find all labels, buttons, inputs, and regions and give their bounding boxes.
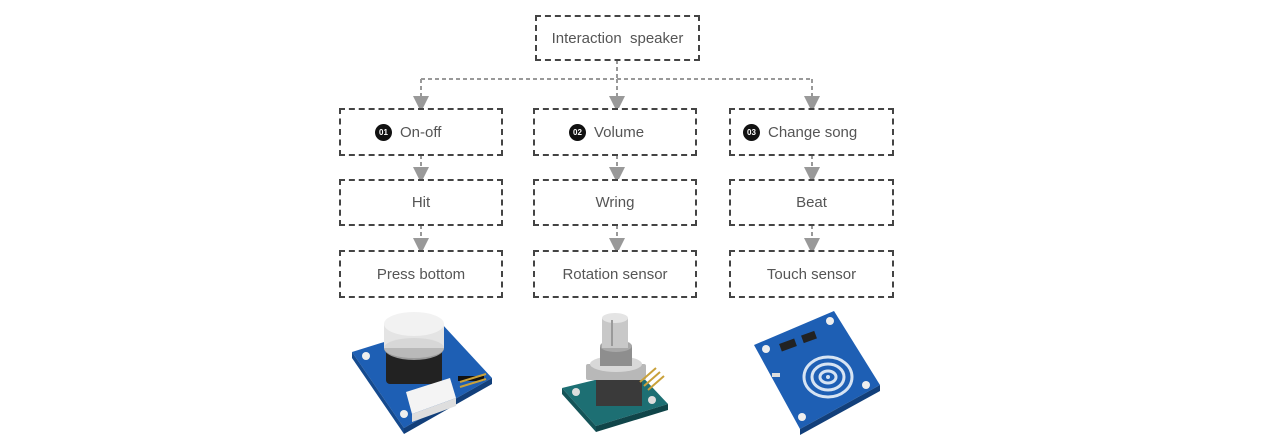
touch-sensor-module-icon: [750, 305, 882, 437]
action-node-wring: Wring: [533, 179, 697, 226]
action-label: Beat: [796, 194, 827, 211]
sensor-node-press-bottom: Press bottom: [339, 250, 503, 298]
function-node-on-off: 01 On-off: [339, 108, 503, 156]
action-label: Wring: [596, 194, 635, 211]
function-label: On-off: [400, 124, 441, 141]
number-badge: 03: [743, 124, 760, 141]
sensor-node-rotation-sensor: Rotation sensor: [533, 250, 697, 298]
action-node-hit: Hit: [339, 179, 503, 226]
push-button-module-icon: [346, 310, 496, 435]
action-node-beat: Beat: [729, 179, 894, 226]
action-label: Hit: [412, 194, 430, 211]
number-badge: 01: [375, 124, 392, 141]
sensor-node-touch-sensor: Touch sensor: [729, 250, 894, 298]
root-node: Interaction speaker: [535, 15, 700, 61]
sensor-label: Touch sensor: [767, 266, 856, 283]
function-node-volume: 02 Volume: [533, 108, 697, 156]
function-label: Change song: [768, 124, 857, 141]
sensor-label: Rotation sensor: [562, 266, 667, 283]
function-label: Volume: [594, 124, 644, 141]
rotary-encoder-module-icon: [558, 312, 673, 437]
sensor-label: Press bottom: [377, 266, 465, 283]
root-label: Interaction speaker: [552, 30, 684, 47]
function-node-change-song: 03 Change song: [729, 108, 894, 156]
number-badge: 02: [569, 124, 586, 141]
